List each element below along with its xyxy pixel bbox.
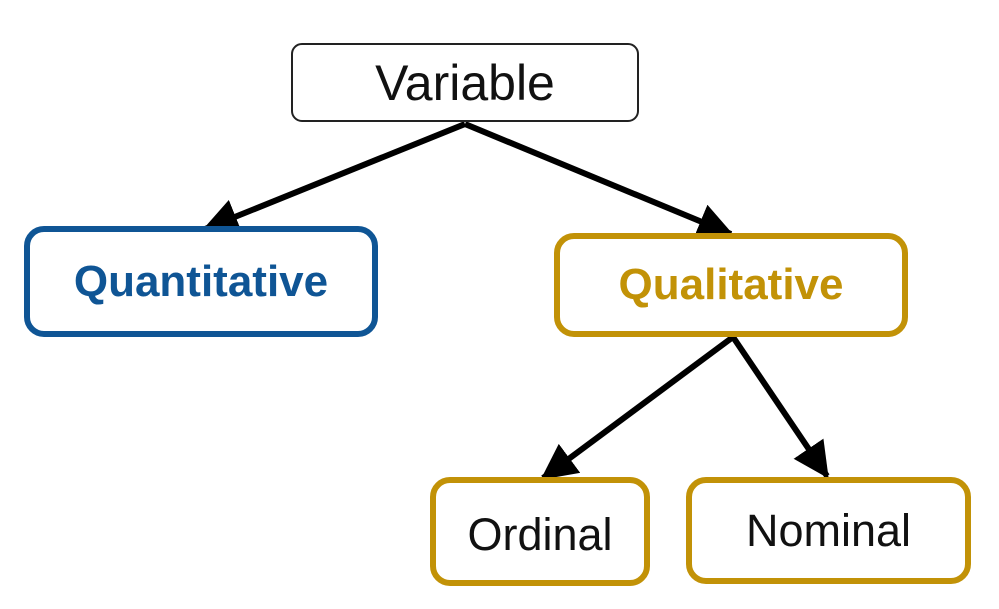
node-nominal: Nominal [686,477,971,584]
node-qualitative-label: Qualitative [618,260,844,309]
node-nominal-label: Nominal [745,504,912,556]
node-quantitative: Quantitative [24,226,378,337]
arrow-variable-to-quantitative [202,121,467,234]
arrow-variable-to-qualitative [463,121,734,239]
node-variable-label: Variable [375,54,555,111]
node-quantitative-label: Quantitative [73,256,329,306]
arrow-qualitative-to-ordinal [540,334,735,481]
node-qualitative: Qualitative [554,233,908,337]
node-variable: Variable [291,43,639,122]
arrow-qualitative-to-nominal [730,335,830,479]
node-ordinal: Ordinal [430,477,650,586]
node-ordinal-label: Ordinal [467,508,613,560]
